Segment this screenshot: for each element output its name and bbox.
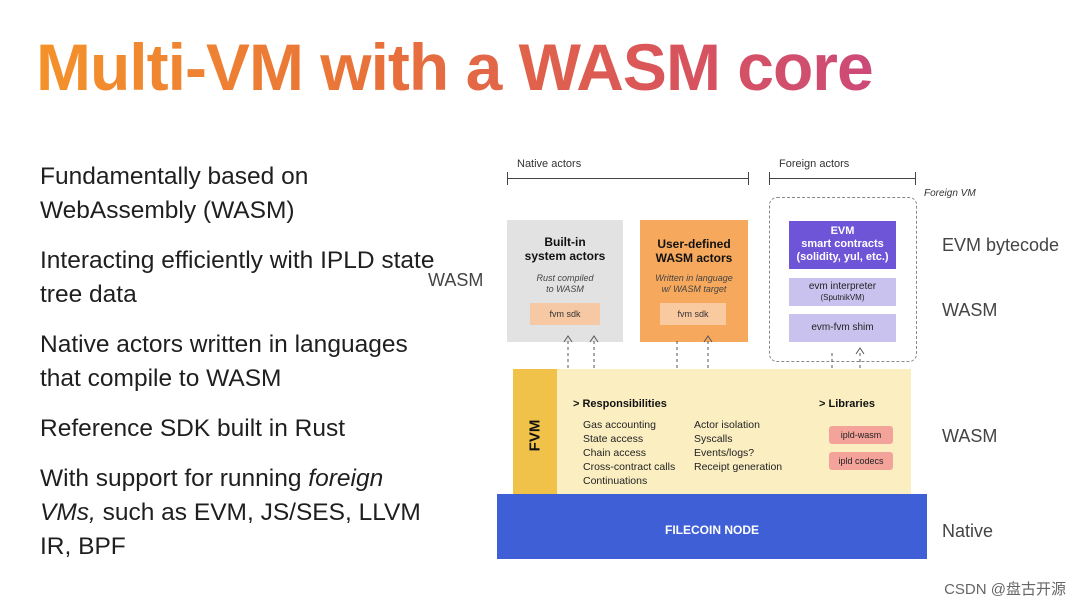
- bullet-list: Fundamentally based on WebAssembly (WASM…: [40, 160, 440, 580]
- evm-line: smart contracts: [801, 238, 884, 250]
- bracket-tick: [915, 172, 916, 185]
- arrow-head: [855, 347, 865, 355]
- user-actors-box: User-defined WASM actors Written in lang…: [640, 220, 748, 342]
- user-subtitle: w/ WASM target: [661, 284, 727, 294]
- builtin-title: system actors: [524, 249, 606, 263]
- arrow-head: [703, 335, 713, 343]
- libraries-heading: > Libraries: [819, 398, 875, 410]
- native-label: Native: [942, 521, 994, 541]
- evm-interpreter-sub: (SputnikVM): [820, 293, 865, 302]
- evm-line: (solidity, yul, etc.): [796, 251, 889, 263]
- wasm-left-label: WASM: [428, 270, 484, 290]
- responsibility-item: Continuations: [583, 475, 648, 487]
- user-subtitle: Written in language: [655, 273, 733, 283]
- wasm-right-label: WASM: [942, 300, 998, 320]
- builtin-subtitle: Rust compiled: [536, 273, 594, 283]
- slide-title: Multi-VM with a WASM core: [36, 30, 874, 104]
- foreign-actors-bracket: [769, 178, 915, 179]
- foreign-vm-label: Foreign VM: [924, 188, 976, 199]
- foreign-actors-label: Foreign actors: [779, 158, 850, 170]
- bullet-item: Reference SDK built in Rust: [40, 415, 346, 442]
- builtin-actors-box: Built-in system actors Rust compiled to …: [507, 220, 623, 342]
- evm-bytecode-label: EVM bytecode: [942, 235, 1060, 255]
- builtin-subtitle: to WASM: [546, 284, 584, 294]
- bullet-item: Fundamentally based on WebAssembly (WASM…: [40, 163, 309, 224]
- bullet-text: With support for running: [40, 465, 309, 492]
- bullet-item-foreign-vms: With support for running foreign VMs, su…: [40, 462, 440, 564]
- library-pill: ipld codecs: [829, 452, 893, 470]
- filecoin-node-box: FILECOIN NODE: [497, 494, 927, 559]
- bullet-item: Interacting efficiently with IPLD state …: [40, 247, 435, 308]
- responsibilities-heading: > Responsibilities: [573, 398, 667, 410]
- evm-contracts-box: EVM smart contracts (solidity, yul, etc.…: [789, 221, 896, 269]
- bullet-item: Native actors written in languages that …: [40, 331, 408, 392]
- bullet-text: such as EVM, JS/SES, LLVM IR, BPF: [40, 499, 421, 560]
- responsibility-item: Syscalls: [694, 433, 733, 445]
- bullet-emphasis: foreign VMs,: [40, 465, 384, 526]
- responsibility-item: Cross-contract calls: [583, 461, 676, 473]
- evm-interpreter-label: evm interpreter: [808, 281, 877, 292]
- responsibility-item: Chain access: [583, 447, 647, 459]
- evm-line: EVM: [830, 225, 855, 237]
- fvm-sdk-label: fvm sdk: [530, 303, 600, 325]
- responsibility-item: Actor isolation: [694, 419, 760, 431]
- responsibility-item: Receipt generation: [694, 461, 783, 473]
- wasm-fvm-label: WASM: [942, 426, 998, 446]
- library-pill: ipld-wasm: [829, 426, 893, 444]
- foreign-vm-container: [769, 197, 917, 362]
- responsibility-item: Events/logs?: [694, 447, 755, 459]
- builtin-title: Built-in: [544, 235, 586, 249]
- fvm-sdk-label: fvm sdk: [660, 303, 726, 325]
- fvm-tab: [513, 369, 557, 501]
- user-title: WASM actors: [655, 251, 733, 265]
- evm-fvm-shim-box: evm-fvm shim: [789, 314, 896, 342]
- evm-interpreter-box: evm interpreter (SputnikVM): [789, 278, 896, 306]
- watermark: CSDN @盘古开源: [944, 581, 1066, 598]
- responsibility-item: State access: [583, 433, 644, 445]
- bracket-tick: [507, 172, 508, 185]
- arrow-head: [563, 335, 573, 343]
- native-actors-label: Native actors: [517, 158, 582, 170]
- responsibility-item: Gas accounting: [583, 419, 656, 431]
- native-actors-bracket: [507, 178, 748, 179]
- bracket-tick: [769, 172, 770, 185]
- fvm-label: FVM: [526, 419, 544, 452]
- user-title: User-defined: [657, 237, 731, 251]
- bracket-tick: [748, 172, 749, 185]
- arrow-head: [589, 335, 599, 343]
